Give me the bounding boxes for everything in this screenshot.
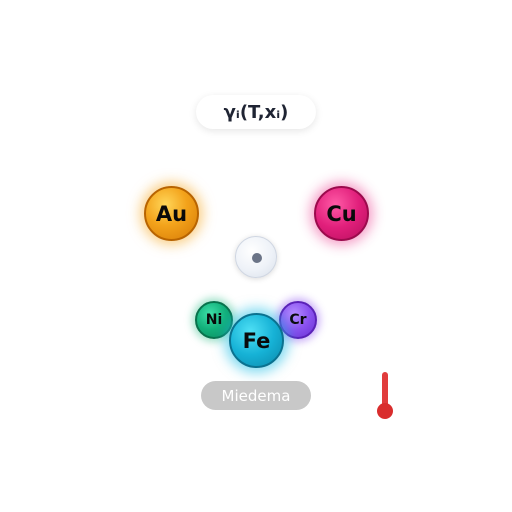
center-node[interactable] [235,236,277,278]
element-cu[interactable]: Cu [314,186,369,241]
thermometer-icon[interactable] [376,370,394,420]
center-dot-icon [252,253,262,263]
thermometer-bulb [377,403,393,419]
model-button[interactable]: Miedema [201,381,311,410]
formula-title: γᵢ(T,xᵢ) [196,95,316,129]
element-au[interactable]: Au [144,186,199,241]
element-ni[interactable]: Ni [195,301,233,339]
thermometer-stem [382,372,388,408]
element-cr[interactable]: Cr [279,301,317,339]
element-fe[interactable]: Fe [229,313,284,368]
